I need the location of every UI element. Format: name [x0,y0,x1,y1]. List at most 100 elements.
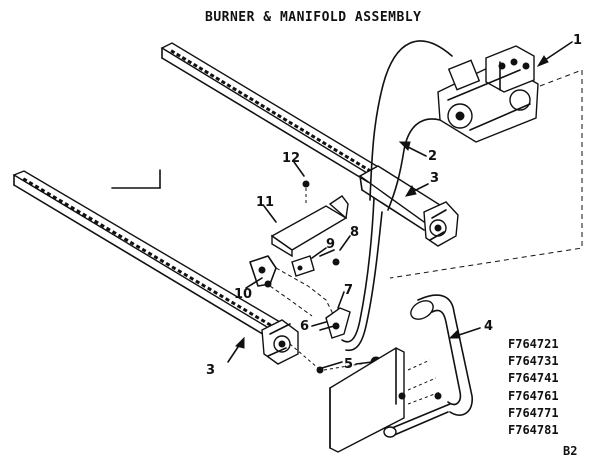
burner-port [117,233,123,239]
burner-port [327,144,333,149]
burner-port [305,130,310,136]
burner-port [198,66,204,71]
burner-port [361,164,367,170]
burner-port [52,195,58,200]
burner-port [175,52,181,58]
view-indicator [111,169,161,189]
burner-port [218,293,224,299]
burner-port [153,254,159,260]
burner-port [344,154,350,160]
burner-port [123,237,129,243]
burner-port [333,147,338,153]
burner-port [28,180,34,186]
callout-6: 6 [300,319,309,334]
burner-port [271,110,277,116]
burner-port [105,226,111,232]
model-number: F764781 [508,423,559,438]
burner-port [40,187,46,193]
burner-port [76,209,81,214]
burner-port [213,290,218,295]
burner-port [242,307,248,313]
thermocouple-tube [341,40,453,352]
callout-10: 10 [234,287,252,302]
callout-3-upper: 3 [430,171,439,186]
burner-port [170,49,176,55]
burner-port [276,113,282,119]
burner-port [254,314,260,320]
bracket-assembly [249,180,382,374]
burner-port [282,117,288,122]
burner-port [93,219,99,225]
burner-port [349,157,355,163]
model-number: F764741 [508,371,559,386]
burner-port [224,297,230,302]
burner-port [254,100,260,105]
burner-port [338,151,344,156]
burner-port [192,62,198,68]
burner-port [22,177,28,183]
manifold [329,294,473,453]
callout-3-lower: 3 [206,363,215,378]
callout-7: 7 [344,283,353,298]
upper-burner [160,42,459,247]
burner-port [70,205,76,211]
burner-port [147,251,153,257]
leader-lines [227,41,573,369]
burner-port [230,300,236,306]
gas-valve [389,45,583,279]
callout-9: 9 [326,237,335,252]
page-reference: B2 [563,444,578,458]
burner-port [201,283,206,288]
burner-port [46,191,52,197]
burner-port [195,279,201,285]
callout-5: 5 [344,357,353,372]
burner-port [260,103,266,109]
burner-port [243,93,249,99]
burner-port [355,161,361,166]
burner-port [248,311,254,317]
burner-port [99,223,105,228]
burner-port [177,269,183,274]
model-number: F764771 [508,405,559,420]
burner-port [82,212,87,218]
burner-port [135,244,141,250]
burner-port [181,56,187,61]
burner-port [141,247,147,253]
burner-port [207,286,212,292]
burner-port [299,127,305,132]
burner-port [310,134,316,139]
burner-port [232,86,237,92]
burner-port [237,90,243,95]
burner-port [111,230,117,235]
burner-port [226,83,232,88]
lower-burner-ports [22,177,272,327]
callout-1: 1 [573,33,582,48]
model-number-list: F764721 F764731 F764741 F764761 F764771 … [508,336,559,439]
burner-port [129,240,135,246]
burner-port [187,59,193,65]
callout-4: 4 [484,319,493,334]
burner-port [171,265,177,271]
burner-port [288,120,294,126]
burner-port [293,123,299,129]
burner-port [159,258,165,264]
burner-port [236,304,242,309]
model-number: F764721 [508,337,559,351]
burner-port [165,261,171,267]
callout-8: 8 [350,225,359,240]
burner-port [183,272,189,278]
callout-12: 12 [282,151,300,166]
burner-port [204,69,209,75]
burner-port [34,184,40,190]
callout-11: 11 [256,195,274,210]
callout-2: 2 [428,149,437,164]
upper-burner-ports [170,49,372,173]
burner-port [64,202,70,207]
model-number: F764731 [508,354,559,369]
burner-port [209,73,215,78]
burner-port [88,216,93,221]
burner-port [265,106,271,112]
burner-port [248,96,254,102]
model-number: F764761 [508,388,559,403]
